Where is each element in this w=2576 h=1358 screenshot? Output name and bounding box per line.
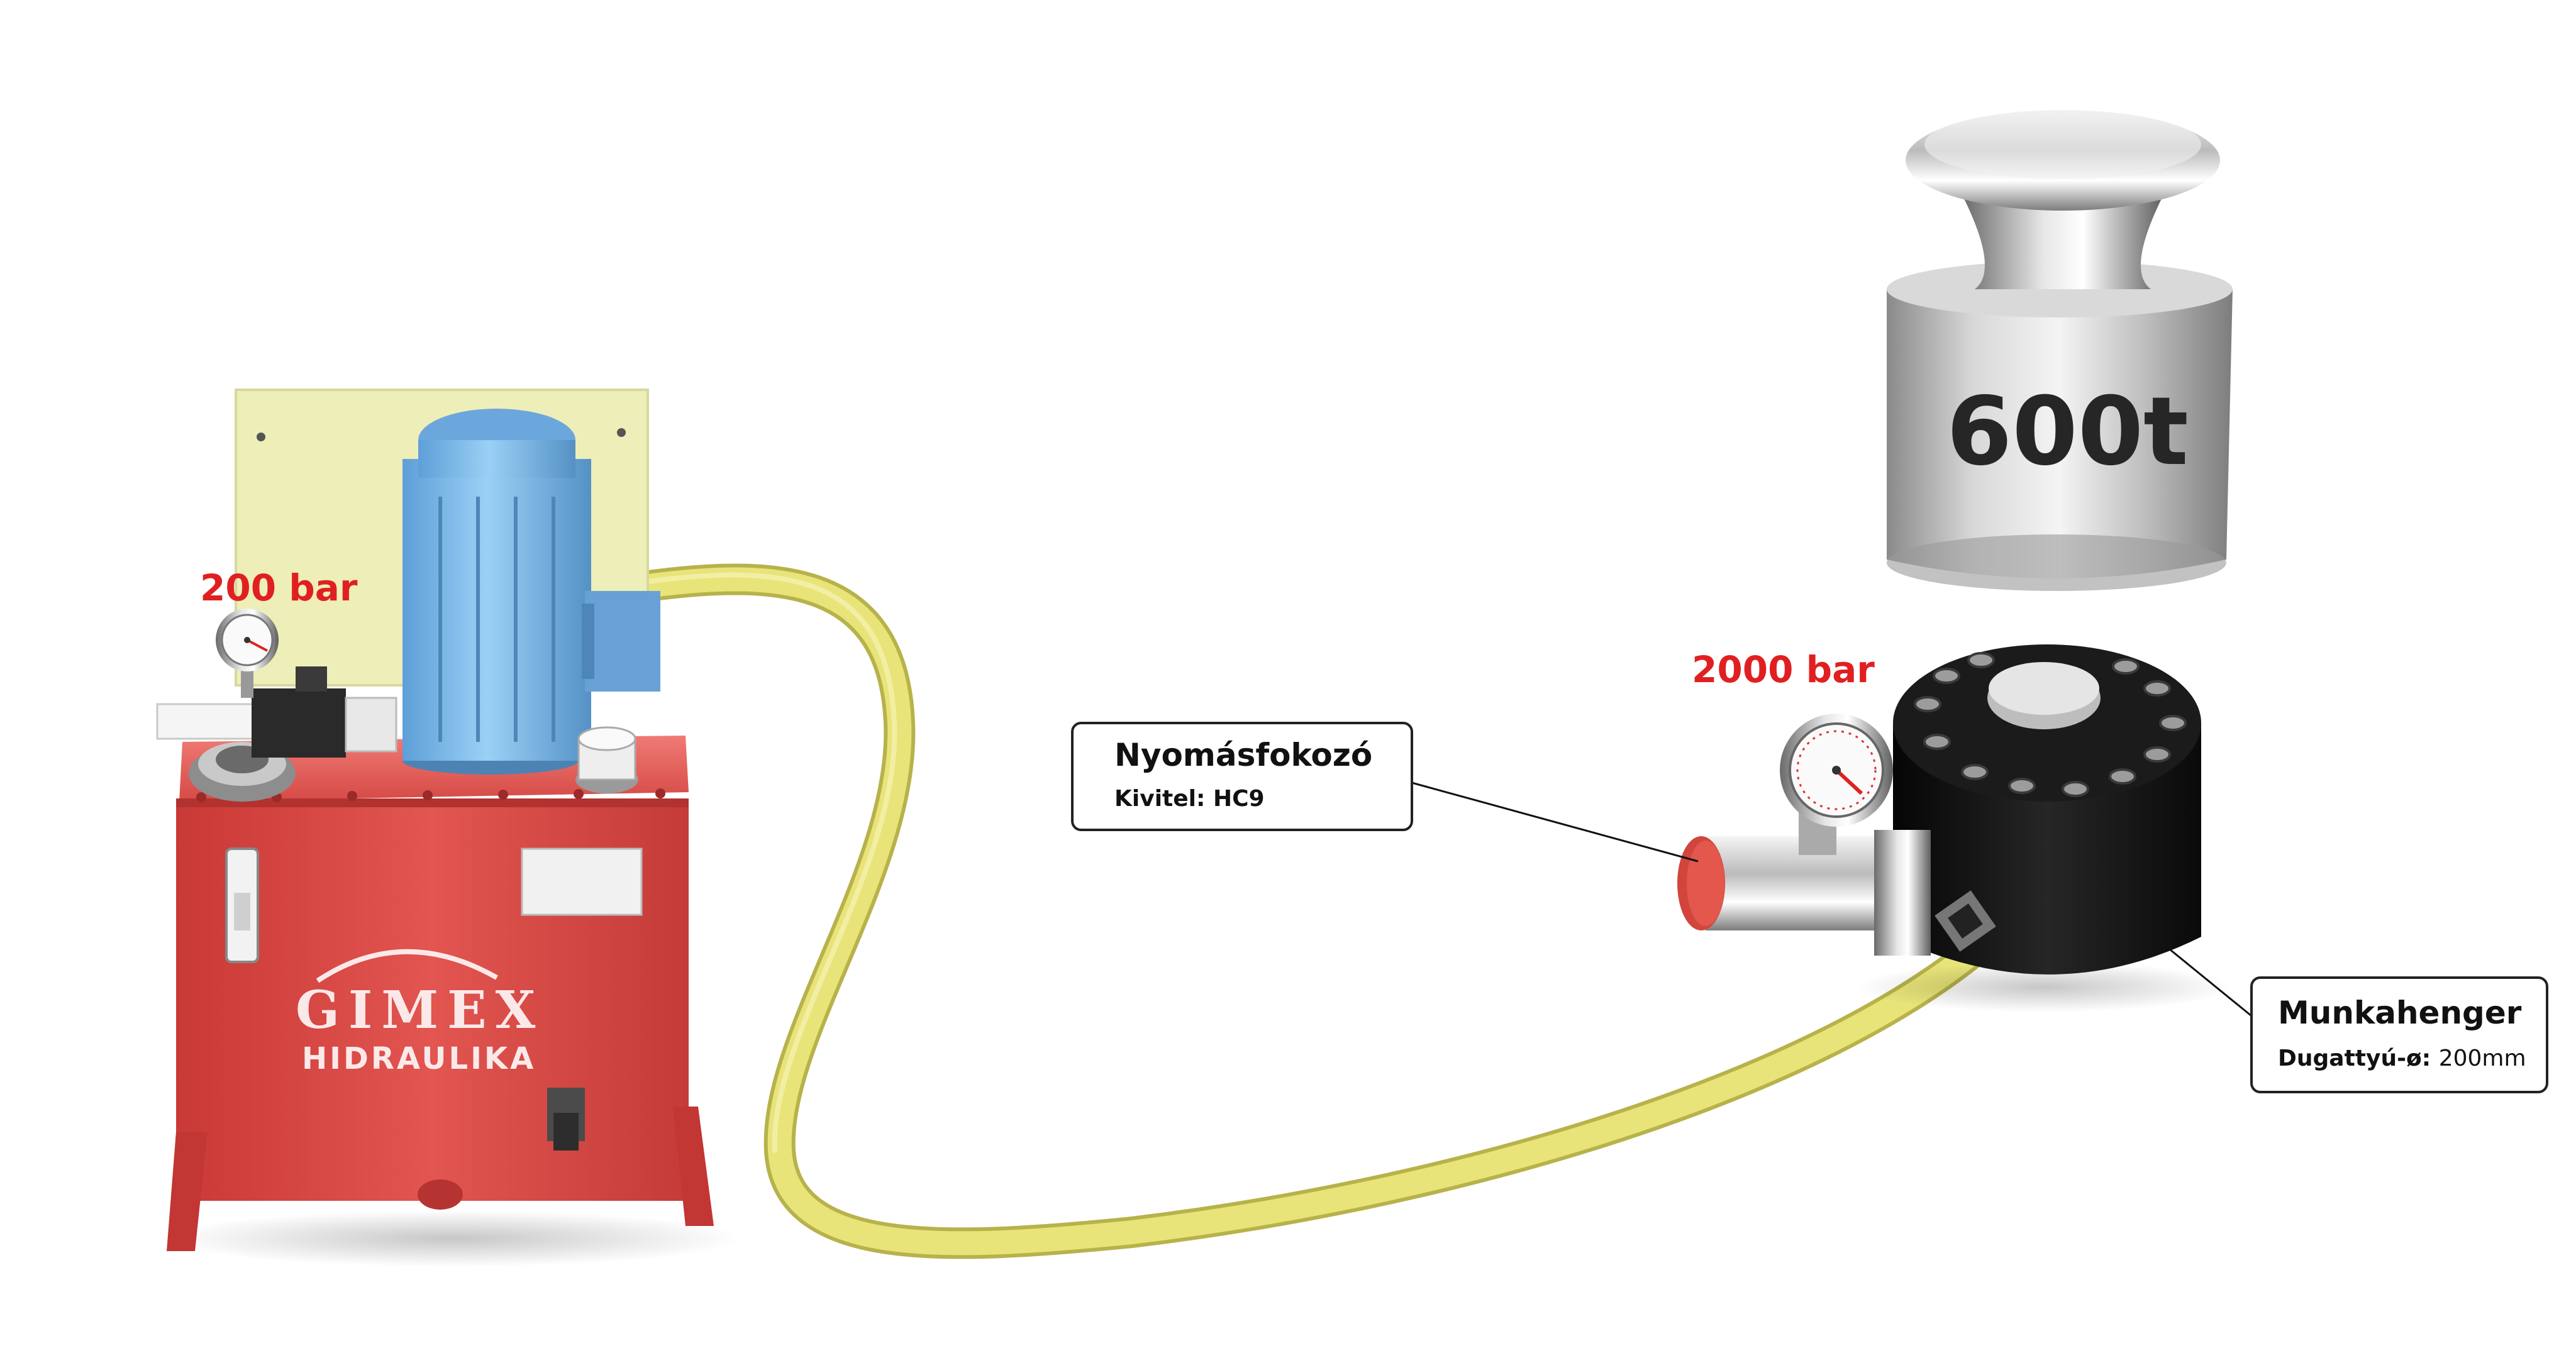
callout-cylinder-subtitle: Dugattyú-ø: 200mm	[2278, 1046, 2526, 1071]
weight-label: 600t	[1946, 377, 2189, 487]
pressure-gauge-200	[216, 609, 279, 698]
nameplate	[521, 847, 643, 916]
intensifier-pressure-label: 2000 bar	[1692, 648, 1875, 691]
callout-cylinder-title: Munkahenger	[2278, 995, 2522, 1031]
callout-intensifier: Nyomásfokozó Kivitel: HC9	[1071, 722, 1699, 863]
weight-600t: 600t	[1887, 110, 2233, 591]
callout-cylinder: Munkahenger Dugattyú-ø: 200mm	[2169, 948, 2548, 1093]
brand-logo-gimex: GIMEX	[296, 980, 544, 1041]
callout-cylinder-subtitle-key: Dugattyú-ø:	[2278, 1046, 2431, 1071]
hydraulic-cylinder	[1855, 644, 2233, 1012]
power-unit: GIMEX HIDRAULIKA	[156, 389, 742, 1267]
callout-cylinder-subtitle-value: 200mm	[2439, 1046, 2526, 1071]
electric-motor	[402, 409, 660, 775]
pressure-intensifier: 2000 bar	[1677, 648, 1931, 956]
brand-logo-hidraulika: HIDRAULIKA	[302, 1041, 536, 1076]
callout-intensifier-title: Nyomásfokozó	[1114, 737, 1372, 773]
power-unit-pressure-label: 200 bar	[200, 566, 358, 609]
hydraulic-hose	[619, 563, 1984, 1259]
callout-intensifier-subtitle: Kivitel: HC9	[1114, 786, 1265, 812]
pressure-gauge-2000	[1780, 714, 1893, 827]
